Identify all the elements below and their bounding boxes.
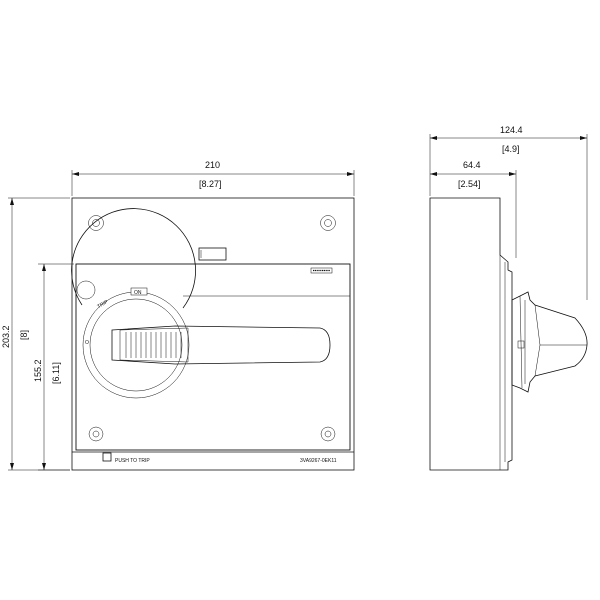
push-to-trip-label: PUSH TO TRIP xyxy=(115,458,150,464)
inner-height-dimension: 155.2 [6.11] xyxy=(33,263,74,471)
front-height-dimension: 203.2 [8] xyxy=(1,197,70,471)
front-width-in: [8.27] xyxy=(199,179,222,189)
inner-height-mm: 155.2 xyxy=(33,359,43,382)
on-marker-label: ON xyxy=(134,290,142,296)
mounting-hole-bottom-right xyxy=(320,426,336,442)
front-height-in: [8] xyxy=(19,330,29,340)
side-body-depth-dimension: 64.4 [2.54] xyxy=(430,160,517,258)
side-total-depth-dimension: 124.4 [4.9] xyxy=(429,125,588,300)
side-handle xyxy=(511,291,588,393)
side-body-depth-mm: 64.4 xyxy=(463,160,481,170)
side-total-depth-in: [4.9] xyxy=(502,144,520,154)
inner-height-in: [6.11] xyxy=(51,362,61,384)
side-view xyxy=(429,197,588,471)
part-number-label: 3VA9267-0EK11 xyxy=(300,458,337,464)
side-total-depth-mm: 124.4 xyxy=(500,125,523,135)
side-body-depth-in: [2.54] xyxy=(458,179,481,189)
mounting-hole-bottom-left xyxy=(88,426,104,442)
push-to-trip-button[interactable] xyxy=(102,452,112,462)
rotary-handle xyxy=(111,325,331,365)
front-view: ON TRIP O PUSH TO TRIP 3VA9267-0EK11 xyxy=(71,197,355,471)
front-width-mm: 210 xyxy=(205,160,220,170)
front-outer-body xyxy=(71,197,355,471)
front-height-mm: 203.2 xyxy=(1,325,11,348)
front-lower-panel xyxy=(75,263,351,451)
front-width-dimension: 210 [8.27] xyxy=(71,160,355,196)
mounting-hole-top-right xyxy=(320,215,336,231)
trip-marker-label: TRIP xyxy=(96,299,109,310)
mounting-hole-top-left xyxy=(88,215,104,231)
latch-slot xyxy=(198,247,227,261)
label-plate xyxy=(310,267,333,274)
side-body xyxy=(429,197,513,471)
off-marker-label: O xyxy=(85,340,89,346)
